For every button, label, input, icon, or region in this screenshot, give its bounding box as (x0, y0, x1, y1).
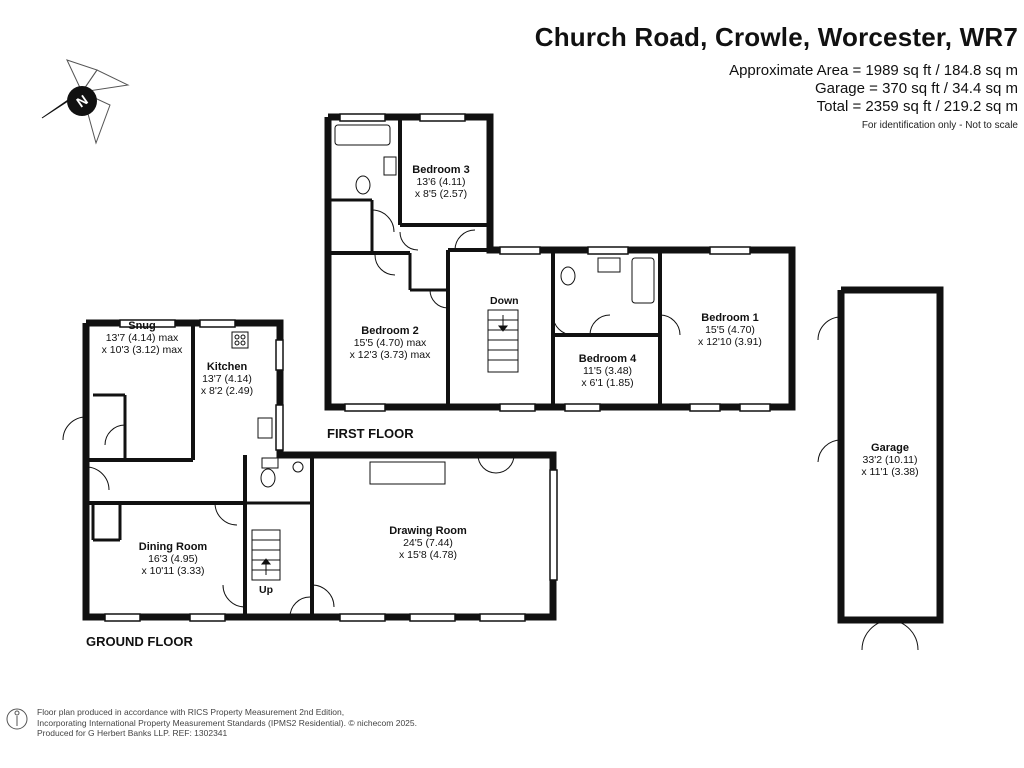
room-dimension: x 15'8 (4.78) (398, 549, 458, 561)
room-name: Dining Room (138, 541, 208, 553)
footer-line: Incorporating International Property Mea… (37, 717, 417, 728)
room-dimension: x 8'5 (2.57) (414, 188, 468, 200)
room-dimension: x 12'3 (3.73) max (349, 349, 431, 361)
footer-notes: Floor plan produced in accordance with R… (37, 707, 417, 739)
room-dimension: 13'7 (4.14) max (105, 332, 179, 344)
room-dimension: 15'5 (4.70) (705, 324, 755, 336)
room-kitchen: Kitchen 13'7 (4.14) x 8'2 (2.49) (194, 361, 260, 397)
ground-floor-label: GROUND FLOOR (86, 634, 193, 649)
stairs (251, 309, 519, 581)
room-dining-room: Dining Room 16'3 (4.95) x 10'11 (3.33) (128, 541, 218, 577)
total-area: Total = 2359 sq ft / 219.2 sq m (816, 98, 1018, 115)
room-garage: Garage 33'2 (10.11) x 11'1 (3.38) (850, 442, 930, 478)
room-dimension: 13'6 (4.11) (416, 176, 466, 188)
room-bedroom-4: Bedroom 4 11'5 (3.48) x 6'1 (1.85) (565, 353, 650, 389)
room-dimension: 11'5 (3.48) (582, 365, 633, 377)
room-snug: Snug 13'7 (4.14) max x 10'3 (3.12) max (93, 320, 191, 356)
approx-area: Approximate Area = 1989 sq ft / 184.8 sq… (729, 62, 1018, 79)
windows (104, 113, 771, 622)
room-dimension: 16'3 (4.95) (148, 553, 198, 565)
room-dimension: x 12'10 (3.91) (698, 336, 762, 348)
room-dimension: 13'7 (4.14) (202, 373, 252, 385)
room-name: Bedroom 1 (701, 312, 759, 324)
property-title: Church Road, Crowle, Worcester, WR7 (534, 22, 1018, 52)
room-name: Bedroom 4 (578, 353, 637, 365)
doors (62, 209, 919, 651)
garage-area: Garage = 370 sq ft / 34.4 sq m (814, 80, 1018, 97)
room-bedroom-3: Bedroom 3 13'6 (4.11) x 8'5 (2.57) (405, 164, 477, 200)
compass-rose (41, 59, 130, 145)
room-dimension: x 11'1 (3.38) (861, 466, 919, 478)
footer-line: Floor plan produced in accordance with R… (37, 707, 345, 717)
room-bedroom-1: Bedroom 1 15'5 (4.70) x 12'10 (3.91) (685, 312, 775, 348)
room-name: Bedroom 2 (361, 325, 419, 337)
room-dimension: x 10'3 (3.12) max (101, 344, 183, 356)
room-name: Garage (871, 442, 909, 454)
room-dimension: 24'5 (7.44) (403, 537, 453, 549)
scale-disclaimer: For identification only - Not to scale (861, 120, 1018, 131)
room-bedroom-2: Bedroom 2 15'5 (4.70) max x 12'3 (3.73) … (340, 325, 440, 361)
room-name: Drawing Room (389, 525, 467, 537)
room-dimension: 15'5 (4.70) max (353, 337, 427, 349)
room-dimension: x 8'2 (2.49) (200, 385, 254, 397)
room-drawing-room: Drawing Room 24'5 (7.44) x 15'8 (4.78) (378, 525, 478, 561)
room-name: Bedroom 3 (412, 164, 470, 176)
room-dimension: x 6'1 (1.85) (581, 377, 634, 389)
room-name: Snug (128, 320, 156, 332)
stairs-up-label: Up (259, 584, 273, 596)
footer-line: Produced for G Herbert Banks LLP. REF: 1… (37, 728, 228, 738)
person-icon (6, 708, 28, 730)
fixtures (231, 124, 655, 488)
room-name: Kitchen (206, 361, 248, 373)
room-dimension: 33'2 (10.11) (862, 454, 918, 466)
stairs-down-label: Down (490, 295, 519, 307)
first-floor-label: FIRST FLOOR (327, 426, 414, 441)
room-dimension: x 10'11 (3.33) (141, 565, 205, 577)
